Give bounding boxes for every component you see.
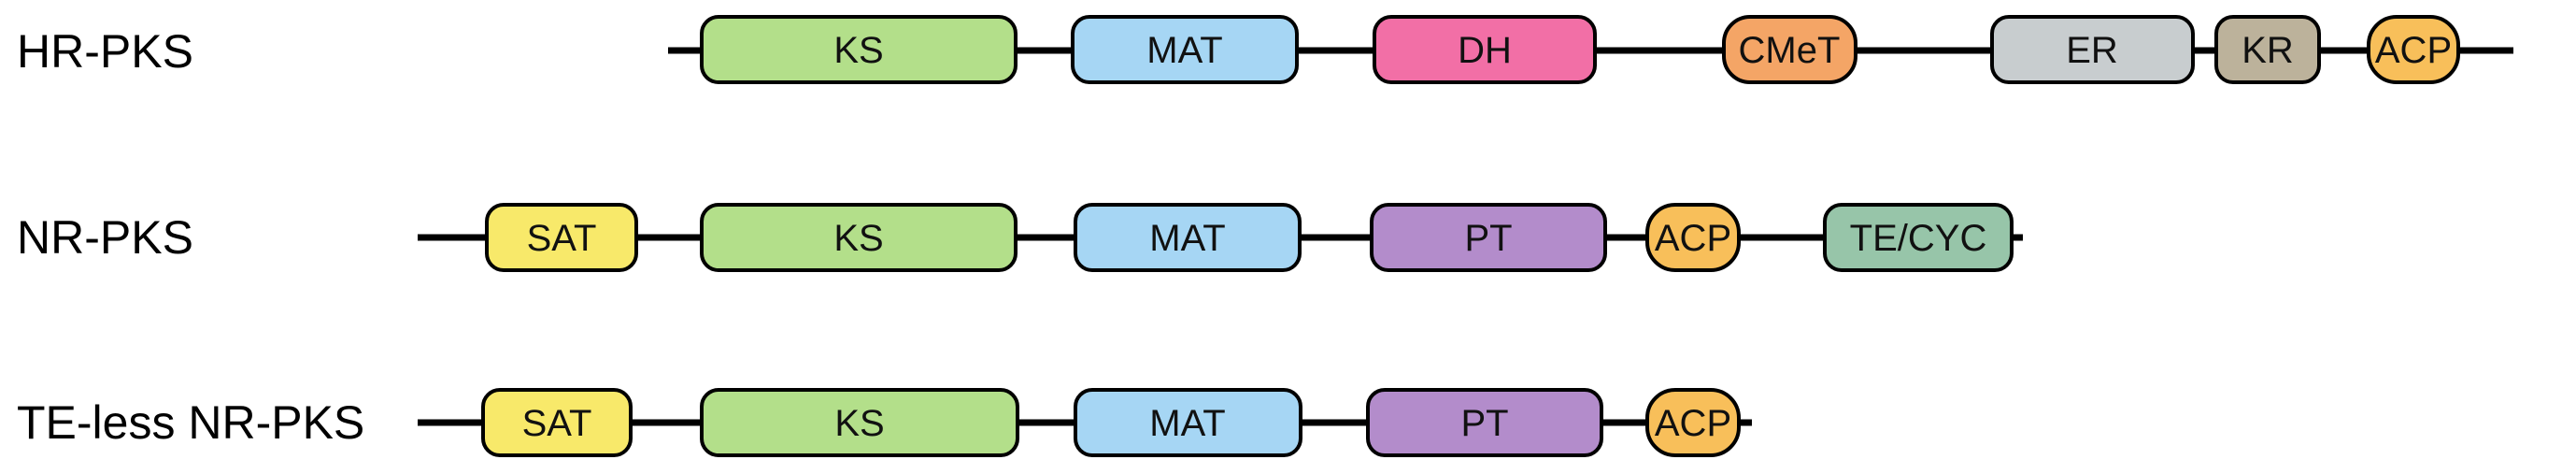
row-hr-pks: HR-PKS KS MAT DH CMeT ER KR ACP [17,15,2513,84]
domain-pt: PT [1366,388,1603,457]
svg-text:SAT: SAT [522,403,592,444]
svg-text:MAT: MAT [1149,403,1225,444]
domain-pt: PT [1370,203,1607,272]
svg-text:KR: KR [2242,30,2294,71]
domain-acp: ACP [1645,388,1741,457]
domain-ks: KS [700,203,1018,272]
domain-ks: KS [700,388,1019,457]
svg-text:MAT: MAT [1149,218,1225,259]
svg-text:CMeT: CMeT [1739,30,1841,71]
domain-mat: MAT [1074,203,1302,272]
row-label-hr-pks: HR-PKS [17,25,193,78]
svg-text:KS: KS [834,403,884,444]
svg-text:KS: KS [833,218,883,259]
domain-cmet: CMeT [1722,15,1857,84]
svg-text:KS: KS [833,30,883,71]
row-nr-pks: NR-PKS SAT KS MAT PT ACP TE/CYC [17,203,2023,272]
svg-text:ACP: ACP [1655,403,1731,444]
domain-acp: ACP [2367,15,2460,84]
domain-sat: SAT [481,388,633,457]
domain-sat: SAT [485,203,638,272]
domain-kr: KR [2214,15,2321,84]
svg-text:PT: PT [1460,403,1508,444]
domain-mat: MAT [1071,15,1299,84]
row-label-te-less-nr-pks: TE-less NR-PKS [17,396,364,449]
svg-text:SAT: SAT [527,218,597,259]
svg-text:PT: PT [1464,218,1512,259]
domain-dh: DH [1373,15,1597,84]
domain-te-cyc: TE/CYC [1823,203,2014,272]
domain-acp: ACP [1645,203,1741,272]
svg-text:ACP: ACP [1655,218,1731,259]
svg-text:TE/CYC: TE/CYC [1850,218,1987,259]
svg-text:DH: DH [1458,30,1512,71]
svg-text:ACP: ACP [2375,30,2452,71]
domain-ks: KS [700,15,1018,84]
svg-text:ER: ER [2066,30,2118,71]
domain-mat: MAT [1074,388,1302,457]
row-te-less-nr-pks: TE-less NR-PKS SAT KS MAT PT ACP [17,388,1752,457]
domain-er: ER [1990,15,2195,84]
row-label-nr-pks: NR-PKS [17,211,193,264]
svg-text:MAT: MAT [1146,30,1222,71]
